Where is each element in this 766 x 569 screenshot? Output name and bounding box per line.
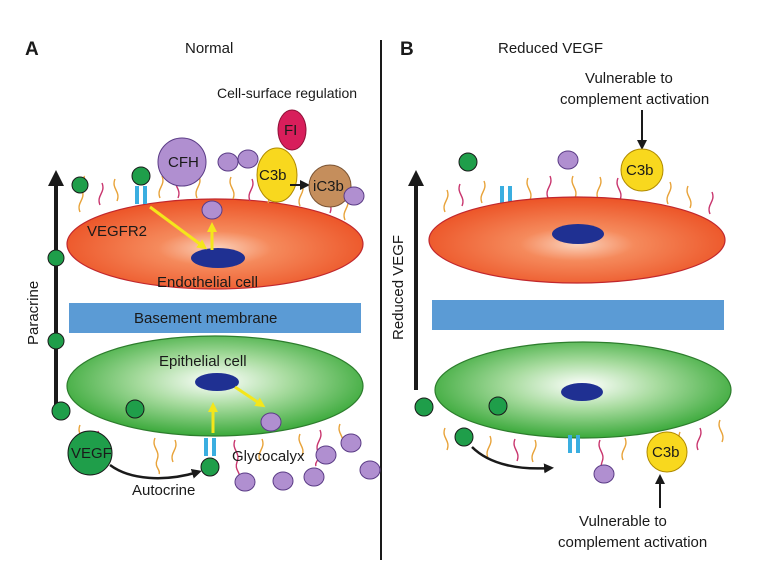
- vegf-dot: [47, 249, 65, 267]
- vegf-dot: [458, 152, 478, 172]
- vegf-dot: [47, 332, 65, 350]
- reduced-vegf-side-label: Reduced VEGF: [390, 235, 407, 340]
- cfh-protein: [157, 137, 207, 187]
- c3b-protein: [256, 147, 298, 203]
- panel-a-title: Normal: [185, 40, 233, 57]
- panel-b-letter: B: [400, 39, 414, 60]
- fi-protein: [277, 109, 307, 151]
- c3b-top-label: C3b: [626, 162, 654, 179]
- c3b-label: C3b: [259, 167, 287, 184]
- vegf-dot: [454, 427, 474, 447]
- autocrine-label: Autocrine: [132, 482, 195, 499]
- purple-vesicle: [237, 149, 259, 169]
- epithelial-nucleus: [195, 373, 239, 391]
- panel-a-letter: A: [25, 39, 39, 60]
- ic3b-protein: [308, 164, 352, 208]
- purple-vesicle: [303, 467, 325, 487]
- purple-vesicle: [340, 433, 362, 453]
- purple-vesicle: [234, 472, 256, 492]
- purple-vesicle: [557, 150, 579, 170]
- vulnerable-bottom-line2: complement activation: [558, 534, 707, 551]
- autocrine-arrow: [109, 463, 202, 480]
- vegf-dot: [414, 397, 434, 417]
- cell-surface-regulation-label: Cell-surface regulation: [217, 85, 357, 101]
- purple-vesicle: [359, 460, 381, 480]
- purple-vesicle: [272, 471, 294, 491]
- vegf-dot: [131, 166, 151, 186]
- purple-vesicle: [343, 186, 365, 206]
- ic3b-label: iC3b: [313, 178, 344, 195]
- vulnerable-top-line1: Vulnerable to: [585, 70, 673, 87]
- basement-membrane: [69, 303, 361, 333]
- epithelial-cell-label: Epithelial cell: [159, 353, 247, 370]
- cfh-label: CFH: [168, 154, 199, 171]
- purple-vesicle: [217, 152, 239, 172]
- glycocalyx-strands-endothelial-b: [443, 175, 714, 215]
- vegfr2-label: VEGFR2: [87, 223, 147, 240]
- glycocalyx-label: Glycocalyx: [232, 448, 305, 465]
- purple-vesicle: [260, 412, 282, 432]
- endothelial-cell-label: Endothelial cell: [157, 274, 258, 291]
- vulnerable-bottom-line1: Vulnerable to: [579, 513, 667, 530]
- c3b-protein: [620, 148, 664, 192]
- endothelial-cell: [66, 198, 364, 290]
- vegfr2-receptor: [204, 438, 216, 456]
- epithelial-nucleus-b: [561, 383, 603, 401]
- vegf-dot: [51, 401, 71, 421]
- vegfr2-receptor: [135, 186, 147, 204]
- vegf-dot: [71, 176, 89, 194]
- vegf-protein: [67, 430, 113, 476]
- vegf-label: VEGF: [71, 445, 112, 462]
- vegf-dot: [200, 457, 220, 477]
- endothelial-nucleus: [191, 248, 245, 268]
- basement-membrane-label: Basement membrane: [134, 310, 277, 327]
- vegfr2-receptor: [568, 435, 580, 453]
- fi-label: FI: [284, 122, 297, 139]
- c3b-bottom-label: C3b: [652, 444, 680, 461]
- paracrine-label: Paracrine: [25, 281, 42, 345]
- purple-vesicle: [201, 200, 223, 220]
- vegf-dot: [125, 399, 145, 419]
- signal-arrow: [149, 205, 208, 250]
- purple-vesicle: [315, 445, 337, 465]
- panel-b: B Reduced VEGF Vulnerable to complement …: [390, 39, 732, 551]
- panel-a: A Normal Cell-surface regulation Paracri…: [25, 39, 381, 499]
- vegf-dot: [488, 396, 508, 416]
- panel-b-title: Reduced VEGF: [498, 40, 603, 57]
- basement-membrane-b: [432, 300, 724, 330]
- vegfr2-receptor: [500, 186, 512, 204]
- reduced-autocrine-arrow: [471, 446, 554, 474]
- vulnerable-top-line2: complement activation: [560, 91, 709, 108]
- purple-vesicle: [593, 464, 615, 484]
- c3b-protein: [646, 431, 688, 473]
- signal-arrow: [234, 385, 266, 408]
- endothelial-nucleus-b: [552, 224, 604, 244]
